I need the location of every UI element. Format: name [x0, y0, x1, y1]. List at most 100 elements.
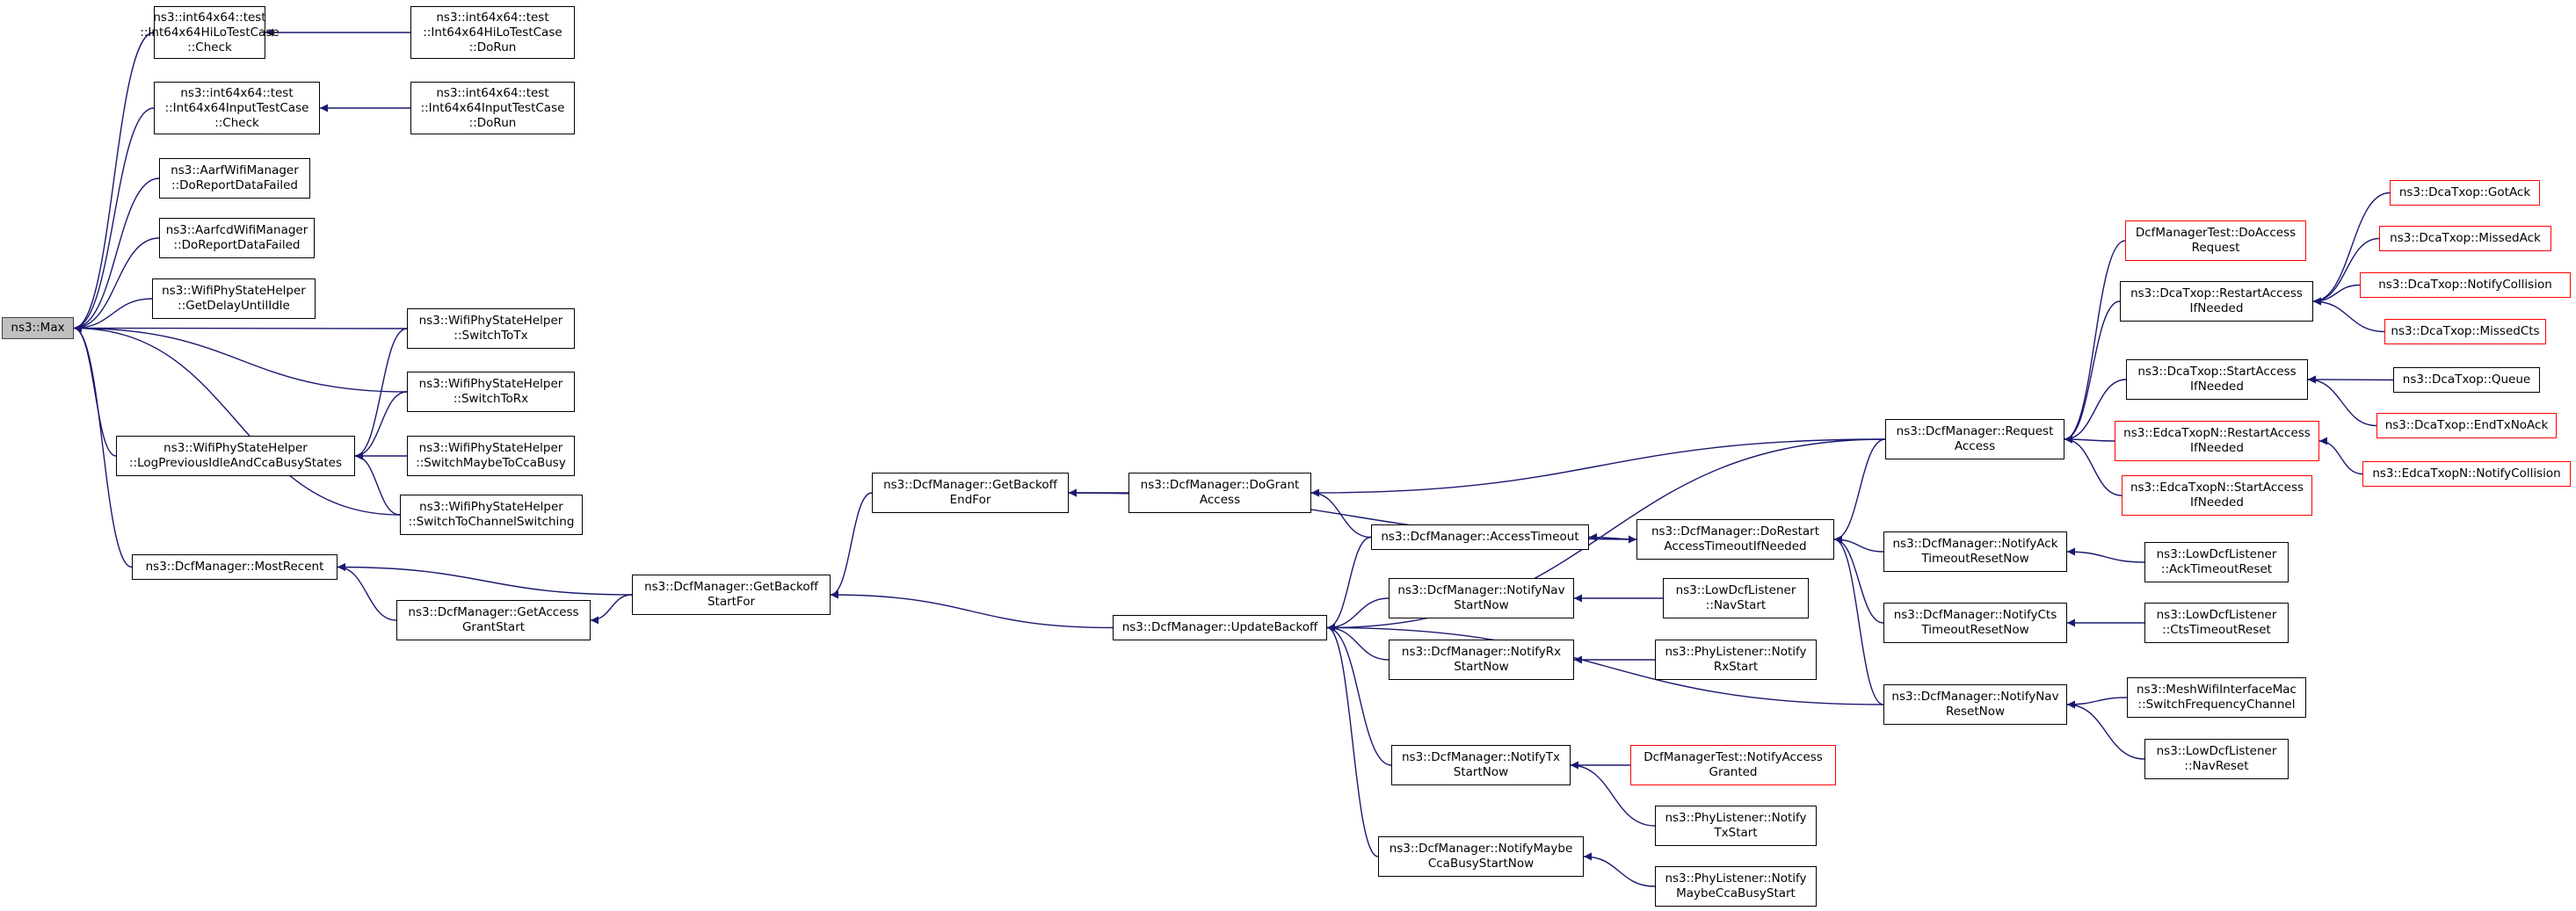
- node-label-line: ::Check: [187, 40, 232, 54]
- node-gotack[interactable]: ns3::DcaTxop::GotAck: [2390, 180, 2540, 206]
- node-label-line: ns3::DcfManager::GetBackoff: [883, 478, 1057, 492]
- edge-update-to-backofffor: [830, 590, 1114, 629]
- node-endtxnoack[interactable]: ns3::DcaTxop::EndTxNoAck: [2376, 413, 2557, 438]
- node-label-line: ns3::DcaTxop::NotifyCollision: [2378, 278, 2552, 292]
- edge-request-to-dorestart: [1833, 438, 1886, 544]
- node-delay[interactable]: ns3::WifiPhyStateHelper::GetDelayUntilId…: [152, 278, 316, 319]
- node-label-line: StartNow: [1453, 765, 1509, 779]
- node-label-line: ns3::LowDcfListener: [1675, 583, 1796, 597]
- node-label-line: ::GetDelayUntilIdle: [178, 299, 290, 313]
- node-lowdcf-navreset[interactable]: ns3::LowDcfListener::NavReset: [2144, 739, 2289, 779]
- edge-lowdcf-ack-to-ackreset: [2066, 547, 2145, 563]
- node-label-line: ::NavStart: [1705, 598, 1767, 612]
- node-label-line: ::SwitchToRx: [453, 392, 529, 406]
- edge-ctsreset-to-dorestart: [1833, 535, 1884, 624]
- node-max: ns3::Max: [2, 317, 74, 339]
- node-input-dorun[interactable]: ns3::int64x64::test::Int64x64InputTestCa…: [410, 82, 575, 134]
- node-aarf[interactable]: ns3::AarfWifiManager::DoReportDataFailed: [159, 158, 310, 199]
- node-label-line: TimeoutResetNow: [1921, 552, 2029, 566]
- node-label-line: Granted: [1709, 765, 1758, 779]
- node-tx[interactable]: ns3::WifiPhyStateHelper::SwitchToTx: [407, 308, 575, 349]
- edge-tx-to-logprev: [354, 328, 408, 460]
- node-rx[interactable]: ns3::WifiPhyStateHelper::SwitchToRx: [407, 372, 575, 412]
- node-lowdcf-ack[interactable]: ns3::LowDcfListener::AckTimeoutReset: [2144, 542, 2289, 582]
- node-mostrecent[interactable]: ns3::DcfManager::MostRecent: [132, 554, 337, 580]
- node-label-line: ns3::WifiPhyStateHelper: [163, 441, 308, 455]
- node-ccabusy[interactable]: ns3::WifiPhyStateHelper::SwitchMaybeToCc…: [407, 436, 575, 476]
- node-missedcts[interactable]: ns3::DcaTxop::MissedCts: [2384, 319, 2546, 344]
- node-label-line: StartFor: [707, 595, 756, 609]
- node-label-line: Access: [1199, 493, 1241, 507]
- node-chsw[interactable]: ns3::WifiPhyStateHelper::SwitchToChannel…: [400, 495, 583, 535]
- node-logprev[interactable]: ns3::WifiPhyStateHelper::LogPreviousIdle…: [116, 436, 355, 476]
- node-update[interactable]: ns3::DcfManager::UpdateBackoff: [1113, 615, 1327, 640]
- edge-phy-maybecca-to-maybecca: [1583, 852, 1656, 887]
- node-label-line: ::SwitchMaybeToCcaBusy: [416, 456, 566, 470]
- node-missedack[interactable]: ns3::DcaTxop::MissedAck: [2379, 226, 2551, 251]
- node-accesstimeout[interactable]: ns3::DcfManager::AccessTimeout: [1371, 524, 1589, 550]
- edge-accesstimeout-to-update: [1326, 536, 1372, 632]
- node-label-line: ns3::DcfManager::GetBackoff: [644, 580, 818, 594]
- node-label-line: DcfManagerTest::DoAccess: [2135, 226, 2297, 240]
- edge-test-doaccess-to-request: [2064, 240, 2126, 444]
- node-label-line: ns3::EdcaTxopN::StartAccess: [2130, 481, 2304, 495]
- edge-getaccess-to-mostrecent: [337, 563, 397, 621]
- node-hilo-dorun[interactable]: ns3::int64x64::test::Int64x64HiLoTestCas…: [410, 6, 575, 59]
- node-label-line: ::Int64x64InputTestCase: [164, 100, 309, 115]
- node-notifycollision[interactable]: ns3::DcaTxop::NotifyCollision: [2360, 272, 2571, 298]
- node-label-line: Access: [1954, 439, 1996, 453]
- node-label-line: DcfManagerTest::NotifyAccess: [1644, 750, 1823, 764]
- node-edca-collision[interactable]: ns3::EdcaTxopN::NotifyCollision: [2362, 461, 2571, 487]
- node-label-line: ::Int64x64HiLoTestCase: [423, 25, 562, 40]
- node-label-line: ns3::DcfManager::NotifyNav: [1891, 690, 2059, 704]
- node-queue[interactable]: ns3::DcaTxop::Queue: [2393, 367, 2540, 393]
- node-label-line: ns3::int64x64::test: [180, 85, 294, 100]
- node-label-line: ns3::DcfManager::DoGrant: [1140, 478, 1300, 492]
- node-label-line: ns3::WifiPhyStateHelper: [418, 314, 563, 328]
- node-input-check[interactable]: ns3::int64x64::test::Int64x64InputTestCa…: [154, 82, 320, 134]
- node-label-line: ::LogPreviousIdleAndCcaBusyStates: [129, 456, 342, 470]
- node-label-line: ns3::DcaTxop::Queue: [2402, 372, 2531, 387]
- edge-input-check-to-max: [73, 107, 155, 332]
- edge-aarf-to-max: [73, 177, 160, 332]
- node-label-line: ::DoReportDataFailed: [171, 178, 298, 192]
- node-label-line: StartNow: [1454, 598, 1509, 612]
- node-aarfcd[interactable]: ns3::AarfcdWifiManager::DoReportDataFail…: [159, 218, 315, 258]
- node-label-line: ns3::AarfcdWifiManager: [165, 223, 308, 237]
- node-lowdcf-cts[interactable]: ns3::LowDcfListener::CtsTimeoutReset: [2144, 603, 2289, 643]
- node-mesh[interactable]: ns3::MeshWifiInterfaceMac::SwitchFrequen…: [2127, 677, 2306, 718]
- node-label-line: ns3::DcaTxop::EndTxNoAck: [2384, 418, 2549, 432]
- node-label-line: ns3::int64x64::test: [153, 10, 266, 25]
- edge-mostrecent-to-max: [73, 324, 133, 568]
- node-label-line: IfNeeded: [2190, 441, 2244, 455]
- node-hilo-check[interactable]: ns3::int64x64::test::Int64x64HiLoTestCas…: [140, 6, 279, 59]
- node-label-line: CcaBusyStartNow: [1427, 857, 1535, 871]
- node-label-line: ns3::DcfManager::NotifyNav: [1397, 583, 1565, 597]
- node-lowdcf-navstart[interactable]: ns3::LowDcfListener::NavStart: [1663, 578, 1809, 618]
- node-label-line: ::Int64x64HiLoTestCase: [140, 25, 279, 40]
- node-label-line: ::SwitchFrequencyChannel: [2137, 698, 2296, 712]
